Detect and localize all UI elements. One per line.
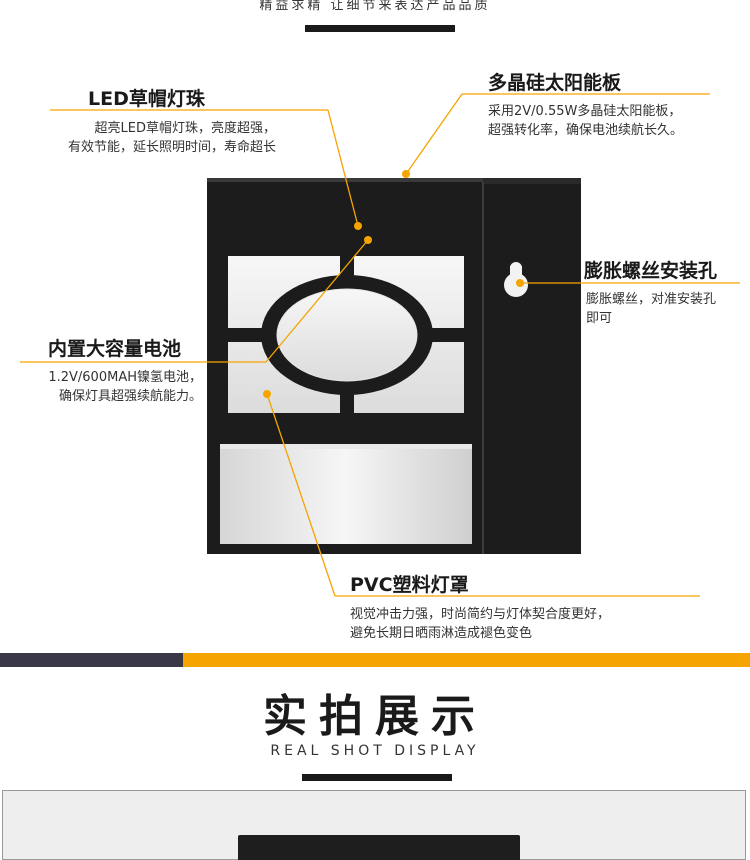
solar-lamp [207, 178, 581, 554]
callout-pvc-title: PVC塑料灯罩 [350, 574, 469, 596]
callout-pvc-desc: 视觉冲击力强，时尚简约与灯体契合度更好， 避免长期日晒雨淋造成褪色变色 [350, 605, 610, 643]
callout-led-desc: 超亮LED草帽灯珠，亮度超强， 有效节能，延长照明时间，寿命超长 [30, 119, 276, 157]
section-divider-bar [302, 774, 452, 781]
callout-battery-desc: 1.2V/600MAH镍氢电池， 确保灯具超强续航能力。 [22, 368, 202, 406]
real-shot-lamp-top [238, 835, 520, 860]
divider-band-orange [183, 653, 750, 667]
callout-battery-line1: 1.2V/600MAH镍氢电池， [48, 370, 202, 385]
callout-led-line2: 有效节能，延长照明时间，寿命超长 [67, 140, 276, 155]
callout-battery-line2: 确保灯具超强续航能力。 [58, 389, 202, 404]
callout-screw-title: 膨胀螺丝安装孔 [584, 260, 718, 282]
divider-band-dark [0, 653, 183, 667]
callout-screw-line1: 膨胀螺丝，对准安装孔 [586, 292, 717, 307]
top-divider-bar [305, 25, 455, 32]
section-subtitle: REAL SHOT DISPLAY [270, 743, 480, 759]
tagline: 精益求精 让细节来表达产品品质 [259, 0, 491, 13]
callout-led-line1: 超亮LED草帽灯珠，亮度超强， [94, 121, 276, 136]
callout-solar-line2: 超强转化率，确保电池续航长久。 [488, 123, 684, 138]
callout-dots [263, 170, 524, 398]
callout-pvc-line1: 视觉冲击力强，时尚简约与灯体契合度更好， [350, 607, 611, 622]
callout-led-title: LED草帽灯珠 [88, 88, 205, 110]
keyhole-mounting-hole [504, 262, 528, 297]
lamp-window [228, 256, 464, 413]
pvc-lampshade [220, 444, 472, 544]
product-illustration [20, 93, 740, 597]
section-title: 实拍展示 [263, 691, 487, 742]
callout-solar-title: 多晶硅太阳能板 [488, 72, 622, 94]
callout-pvc-line2: 避免长期日晒雨淋造成褪色变色 [350, 626, 533, 641]
callout-solar-line1: 采用2V/0.55W多晶硅太阳能板， [488, 104, 682, 119]
callout-screw-line2: 即可 [586, 311, 613, 326]
callout-battery-title: 内置大容量电池 [48, 338, 182, 360]
callout-lines [20, 93, 740, 597]
callout-screw-desc: 膨胀螺丝，对准安装孔 即可 [586, 290, 716, 328]
callout-solar-desc: 采用2V/0.55W多晶硅太阳能板， 超强转化率，确保电池续航长久。 [488, 102, 683, 140]
